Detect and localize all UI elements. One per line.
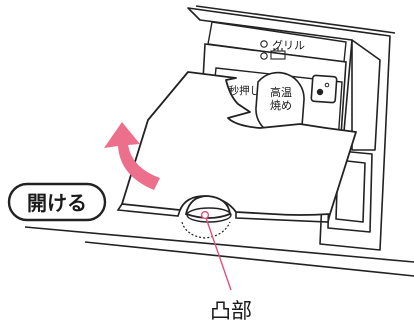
grip-dashed-line	[181, 221, 231, 239]
small-button-box	[310, 74, 338, 104]
floor-lines	[24, 226, 414, 277]
open-instruction-badge: 開ける	[7, 182, 107, 222]
protrusion	[184, 195, 232, 223]
heat-symbol-icon	[270, 47, 286, 60]
open-direction-arrow-icon	[104, 122, 160, 190]
indicator-grill-label: グリル	[272, 38, 305, 52]
high-temp-label-1: 高温	[270, 85, 292, 99]
appliance-housing	[187, 5, 396, 251]
callout-label: 凸部	[210, 299, 252, 323]
indicator-grill-lamp	[260, 40, 268, 48]
button-dot-icon	[316, 88, 324, 96]
indicator-second-lamp	[260, 52, 268, 60]
door-flap	[116, 71, 357, 223]
high-temp-label-2: 焼め	[270, 99, 292, 112]
open-instruction-label: 開ける	[27, 191, 87, 215]
callout-pointer	[200, 210, 232, 291]
